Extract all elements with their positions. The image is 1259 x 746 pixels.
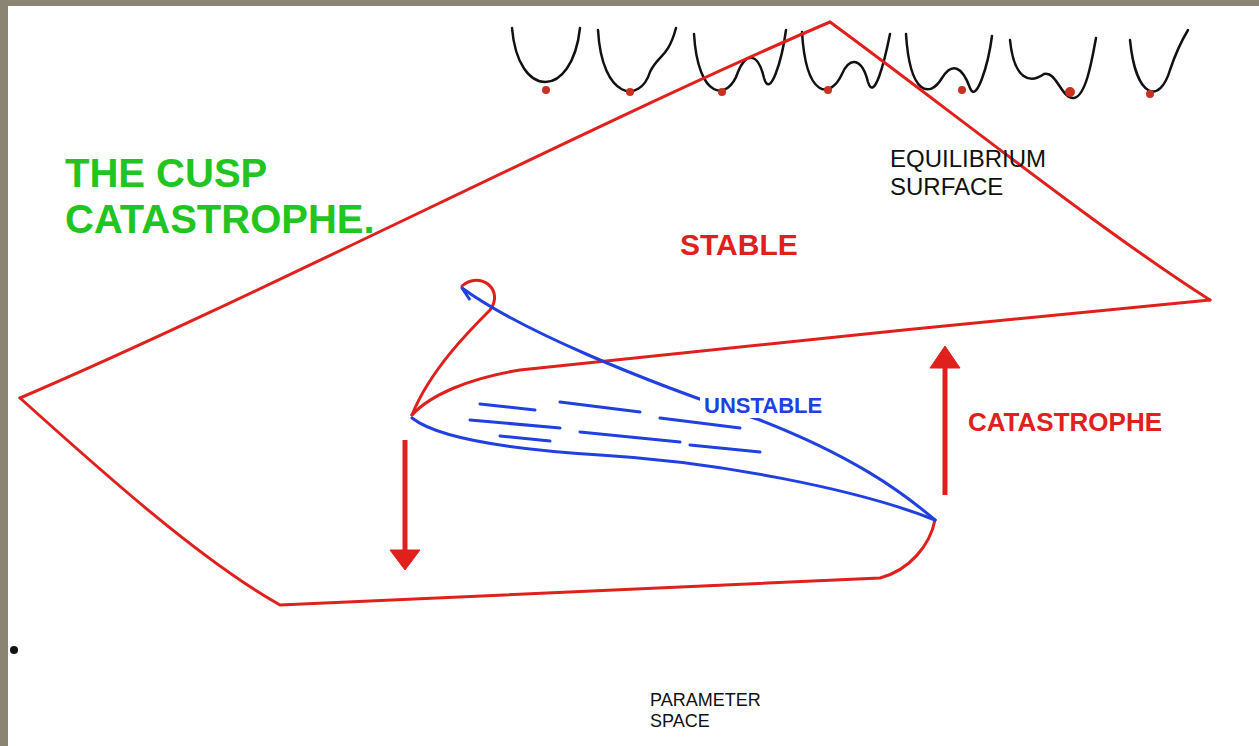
diagram-title: THE CUSP CATASTROPHE. xyxy=(65,150,485,242)
surface-label: EQUILIBRIUM SURFACE xyxy=(890,145,1120,200)
axis-label: PARAMETER SPACE xyxy=(650,690,790,731)
equilibrium-dots xyxy=(542,86,1154,98)
fold-edge xyxy=(462,288,470,300)
jump-label: CATASTROPHE xyxy=(968,408,1162,438)
paper-ground xyxy=(8,6,1259,746)
unstable-sheet-outline xyxy=(412,288,935,520)
stable-sheet-outline xyxy=(20,22,1210,605)
region-label: UNSTABLE xyxy=(700,393,826,418)
region-label: STABLE xyxy=(680,228,798,263)
catastrophe-arrows xyxy=(390,346,960,570)
dot-mark xyxy=(10,646,18,654)
